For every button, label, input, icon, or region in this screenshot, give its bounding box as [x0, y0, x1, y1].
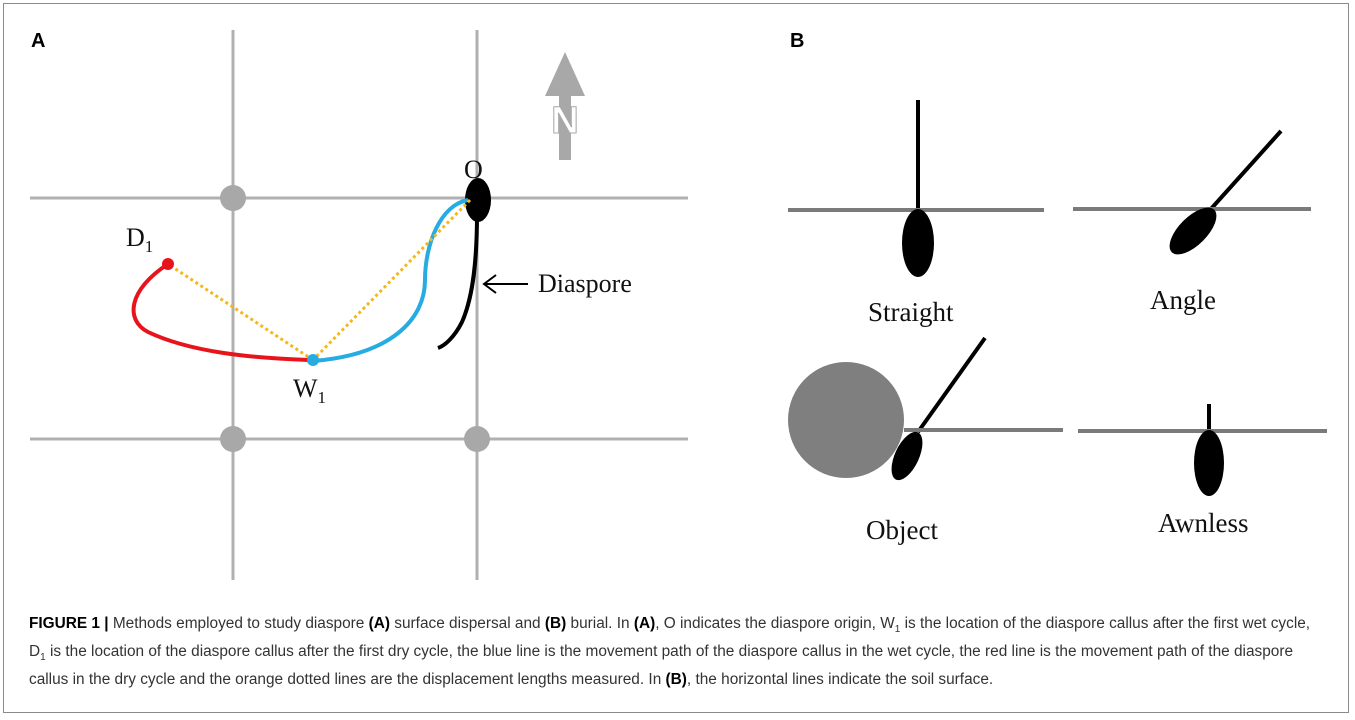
burial-awnless-diagram: [1078, 404, 1327, 496]
grid-lines: [30, 30, 688, 580]
diaspore-pointer-arrow: [482, 274, 528, 294]
figure-caption: FIGURE 1 | Methods employed to study dia…: [29, 615, 1311, 689]
panel-b-letter: B: [790, 30, 804, 52]
object-label: Object: [866, 515, 938, 545]
burial-straight-diagram: [788, 100, 1044, 277]
grid-node-bottom-left: [220, 426, 246, 452]
diaspore-label: Diaspore: [538, 269, 632, 298]
displacement-origin-to-w1: [311, 198, 472, 362]
grid-nodes: [220, 185, 490, 452]
awnless-label: Awnless: [1158, 508, 1249, 538]
wet-cycle-path: [312, 198, 469, 363]
figure-label: FIGURE 1 |: [29, 615, 109, 632]
panel-a-letter: A: [31, 30, 45, 52]
burial-object-diagram: [788, 336, 1063, 481]
figure-frame: [3, 3, 1349, 713]
d1-point: [162, 258, 174, 270]
angle-label: Angle: [1150, 285, 1216, 315]
w1-point: [307, 354, 319, 366]
diaspore-origin-callus: [465, 178, 491, 222]
displacement-lines: [167, 198, 472, 362]
dry-cycle-path: [131, 262, 310, 362]
obstacle-object: [788, 362, 904, 478]
figure-graphics: A N O D1 W1 Diaspore B: [30, 30, 1327, 580]
origin-label: O: [464, 155, 483, 184]
grid-node-bottom-right: [464, 426, 490, 452]
diaspore-awn: [437, 213, 479, 350]
burial-angle-diagram: [1073, 129, 1311, 255]
w1-label: W1: [293, 374, 326, 407]
d1-label: D1: [126, 223, 153, 256]
straight-label: Straight: [868, 297, 954, 327]
north-arrow: N: [545, 52, 585, 160]
grid-node-top-left: [220, 185, 246, 211]
north-label: N: [551, 100, 578, 142]
displacement-w1-to-d1: [167, 262, 314, 362]
